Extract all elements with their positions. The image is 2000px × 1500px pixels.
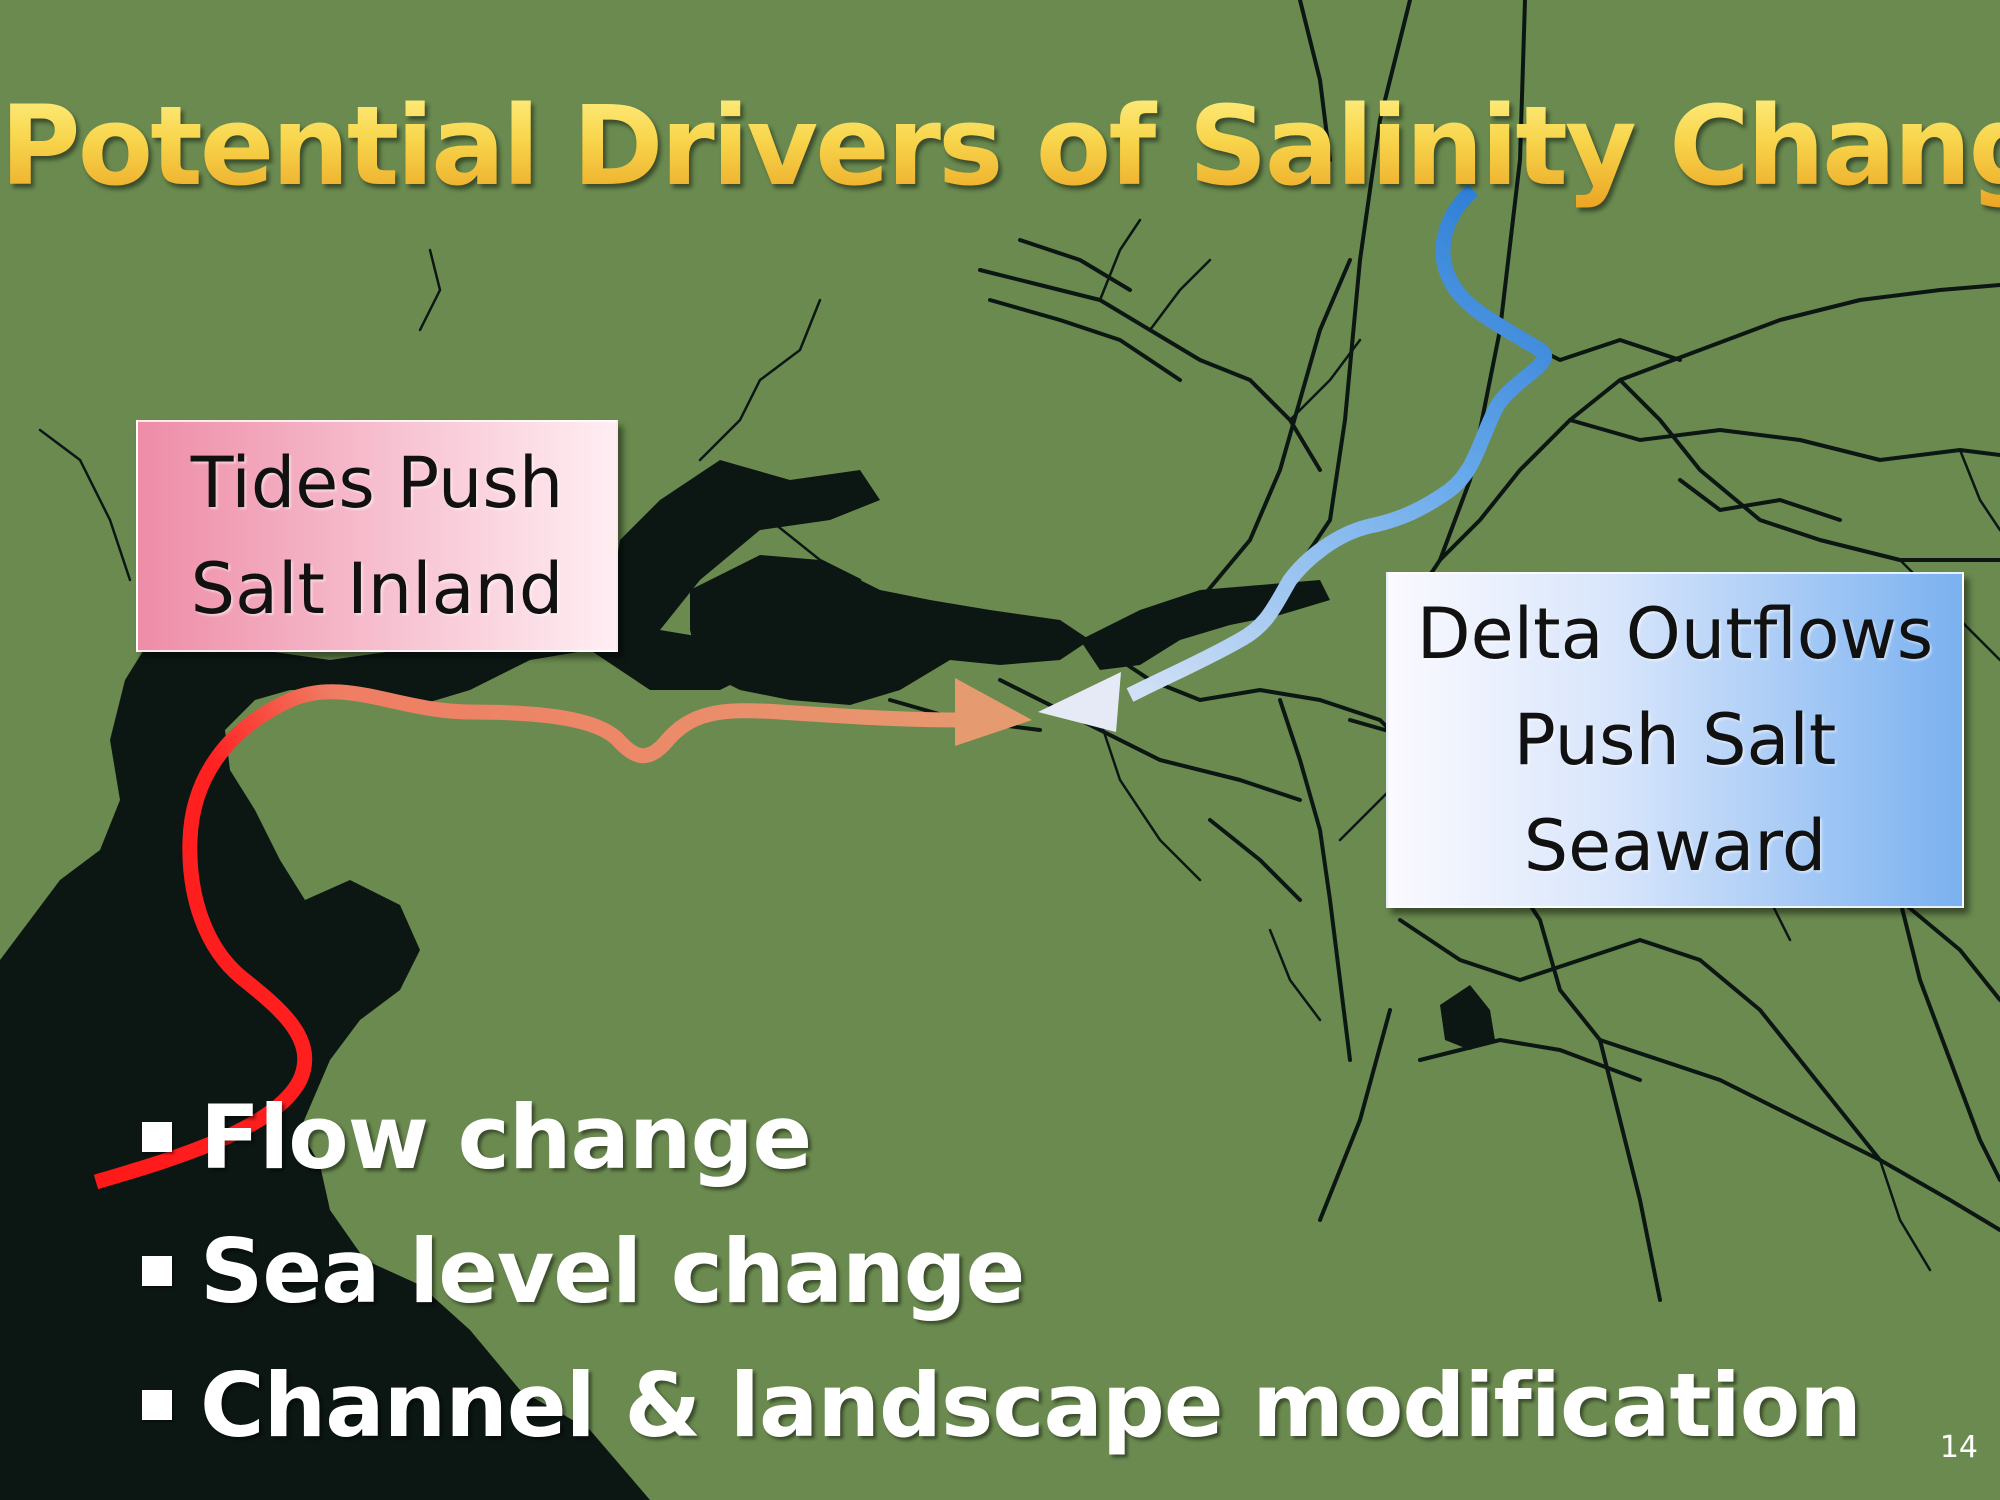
clifton-court (1440, 985, 1495, 1050)
delta-callout-line-1: Delta Outflows (1416, 593, 1934, 675)
outflow-arrow-head (1038, 672, 1121, 732)
delta-callout-line-3: Seaward (1523, 805, 1827, 887)
bullet-item: Sea level change (142, 1204, 1861, 1338)
slide-title: Potential Drivers of Salinity Change (0, 82, 2000, 210)
tides-callout: Tides Push Salt Inland (136, 420, 618, 652)
bullet-square-icon (142, 1390, 172, 1420)
bullet-square-icon (142, 1256, 172, 1286)
tides-callout-line-2: Salt Inland (190, 548, 564, 630)
outflow-arrow (1038, 184, 1552, 732)
suisun-bay (690, 555, 1090, 705)
bullet-text: Sea level change (200, 1219, 1025, 1323)
tide-arrow-shaft (93, 684, 966, 1190)
bullet-item: Channel & landscape modification (142, 1338, 1862, 1472)
tide-arrow-head (955, 678, 1032, 746)
delta-callout-line-2: Push Salt (1513, 699, 1837, 781)
delta-outflows-callout: Delta Outflows Push Salt Seaward (1386, 572, 1964, 908)
bullet-text: Flow change (200, 1085, 812, 1189)
bullet-text: Channel & landscape modification (200, 1353, 1862, 1457)
outflow-arrow-shaft (1126, 184, 1552, 702)
river-channels (888, 0, 2000, 1302)
bay-water (0, 460, 880, 1500)
bullet-square-icon (142, 1122, 172, 1152)
delta-water (1080, 580, 1330, 670)
bullet-list: Flow change Sea level change Channel & l… (142, 1070, 1862, 1472)
tide-arrow (93, 678, 1032, 1190)
slide-number: 14 (1939, 1430, 1978, 1465)
bullet-item: Flow change (142, 1070, 1861, 1204)
tides-callout-line-1: Tides Push (190, 442, 564, 524)
